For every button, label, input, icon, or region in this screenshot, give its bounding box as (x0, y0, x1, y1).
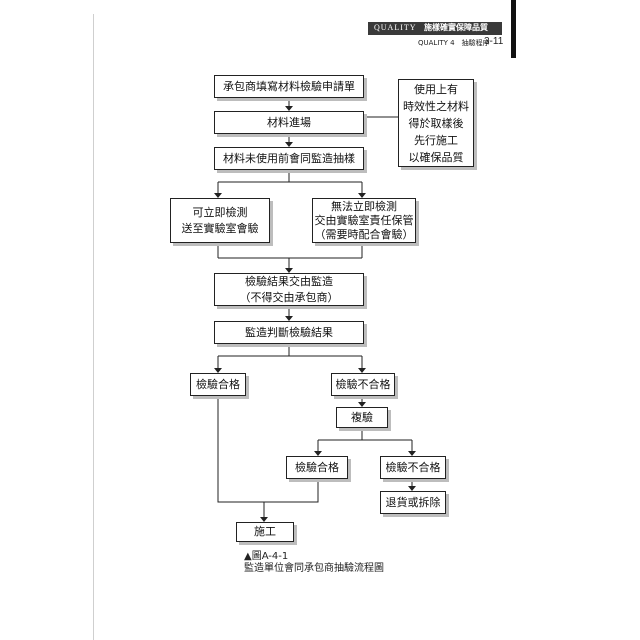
arrowhead-retest (358, 402, 366, 407)
flow-reject-or-dismantle: 退貨或拆除 (380, 491, 446, 514)
header-title: 施樣確實保障品質 (424, 23, 488, 32)
arrowhead-construct (260, 517, 268, 522)
flow-pass-second-text: 檢驗合格 (295, 460, 339, 474)
connector-pass1-construct (217, 396, 265, 521)
flow-branch-lab-custody: 無法立即檢測 交由實驗室責任保管 （需要時配合會驗） (312, 198, 416, 243)
arrowhead-3 (285, 142, 293, 147)
arrowhead-fail2 (408, 451, 416, 456)
flow-fail-first-text: 檢驗不合格 (335, 377, 391, 391)
arrowhead-pass1 (214, 368, 222, 373)
flow-branch-line: 可立即檢測 (192, 205, 248, 219)
flow-step-results-to-supervisor: 檢驗結果交由監造 （不得交由承包商） (214, 273, 364, 306)
arrowhead-2 (285, 106, 293, 111)
figure-caption: 監造單位會同承包商抽驗流程圖 (244, 563, 384, 574)
flow-step-material-entry-text: 材料進場 (267, 115, 311, 129)
side-note-line: 時效性之材料 (403, 99, 469, 113)
side-note-line: 以確保品質 (408, 150, 464, 164)
flow-branch-line: （需要時配合會驗） (314, 227, 414, 241)
side-note-line: 得於取樣後 (408, 116, 464, 130)
flow-step-application-text: 承包商填寫材料檢驗申請單 (223, 79, 355, 93)
flow-step-judge-results: 監造判斷檢驗結果 (214, 321, 364, 344)
flow-branch-line: 送至實驗室會驗 (181, 221, 259, 235)
flow-step-results-line: （不得交由承包商） (239, 290, 339, 304)
arrowhead-fail1 (358, 368, 366, 373)
flow-pass-first-text: 檢驗合格 (196, 377, 240, 391)
flow-step-material-entry: 材料進場 (214, 111, 364, 134)
flow-fail-second: 檢驗不合格 (380, 456, 446, 479)
side-note-line: 先行施工 (414, 133, 458, 147)
flow-step-sampling-text: 材料未使用前會同監造抽樣 (223, 151, 355, 165)
page-number: 3-11 (484, 36, 504, 47)
flow-reject-text: 退貨或拆除 (385, 495, 441, 509)
side-note-line: 使用上有 (414, 82, 458, 96)
page-edge-bar (511, 0, 516, 58)
arrowhead-5 (285, 268, 293, 273)
side-note-box: 使用上有 時效性之材料 得於取樣後 先行施工 以確保品質 (398, 79, 474, 167)
arrowhead-pass2 (314, 451, 322, 456)
flow-pass-second: 檢驗合格 (286, 456, 348, 479)
flow-construction: 施工 (236, 522, 294, 542)
flow-fail-second-text: 檢驗不合格 (385, 460, 441, 474)
flow-branch-line: 交由實驗室責任保管 (314, 213, 414, 227)
arrowhead-left (214, 193, 222, 198)
flow-step-judge-results-text: 監造判斷檢驗結果 (245, 325, 333, 339)
flow-fail-first: 檢驗不合格 (331, 373, 395, 396)
header-subtitle: QUALITY 4 抽驗程序 (418, 39, 490, 47)
flow-step-application: 承包商填寫材料檢驗申請單 (214, 75, 364, 98)
flow-branch-immediate-test: 可立即檢測 送至實驗室會驗 (170, 198, 270, 243)
arrowhead-6 (285, 316, 293, 321)
flow-retest: 複驗 (336, 407, 388, 428)
header-brand: QUALITY (374, 23, 417, 32)
figure-number: ▲圖A-4-1 (244, 551, 289, 562)
arrowhead-right (358, 193, 366, 198)
flow-step-results-line: 檢驗結果交由監造 (245, 274, 333, 288)
flow-pass-first: 檢驗合格 (190, 373, 246, 396)
header-band: QUALITY 施樣確實保障品質 (368, 22, 502, 35)
arrowhead-reject (408, 486, 416, 491)
flow-retest-text: 複驗 (351, 410, 373, 424)
flow-step-sampling: 材料未使用前會同監造抽樣 (214, 147, 364, 170)
connector-pass2-construct (264, 479, 319, 503)
flow-branch-line: 無法立即檢測 (331, 199, 397, 213)
flow-construction-text: 施工 (254, 525, 276, 538)
